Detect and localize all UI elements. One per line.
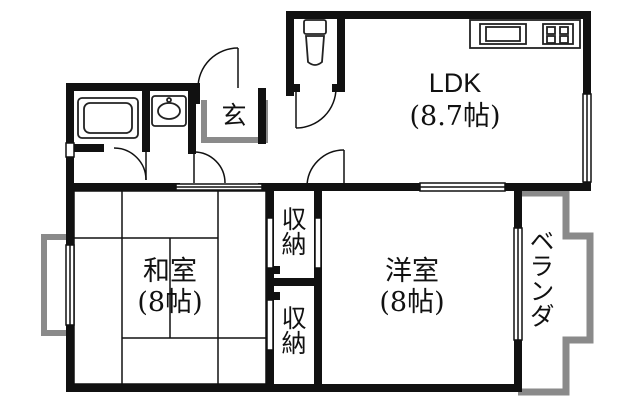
bathtub xyxy=(77,97,139,139)
genkan-label: 玄 xyxy=(221,101,247,130)
windows xyxy=(65,93,592,341)
ldk-name: LDK xyxy=(428,68,482,98)
closet-upper-label: 収納 xyxy=(278,206,307,256)
washitsu-label: 和室 (8帖) xyxy=(110,258,230,316)
doors xyxy=(113,47,345,351)
veranda-label: ベランダ xyxy=(526,228,555,328)
ldk-size: (8.7帖) xyxy=(409,101,501,132)
veranda-rail xyxy=(516,189,594,396)
kitchen-counter xyxy=(469,19,581,49)
toilet xyxy=(303,19,327,66)
youshitsu-name: 洋室 xyxy=(385,256,439,287)
washitsu-bay-rail xyxy=(41,234,70,336)
ldk-label: LDK (8.7帖) xyxy=(380,68,530,132)
washitsu-size: (8帖) xyxy=(137,287,203,318)
closet-lower-label: 収納 xyxy=(278,305,307,355)
youshitsu-size: (8帖) xyxy=(379,287,445,318)
washitsu-name: 和室 xyxy=(143,256,197,287)
youshitsu-label: 洋室 (8帖) xyxy=(352,258,472,316)
walls xyxy=(66,11,591,392)
washbasin xyxy=(151,95,187,127)
